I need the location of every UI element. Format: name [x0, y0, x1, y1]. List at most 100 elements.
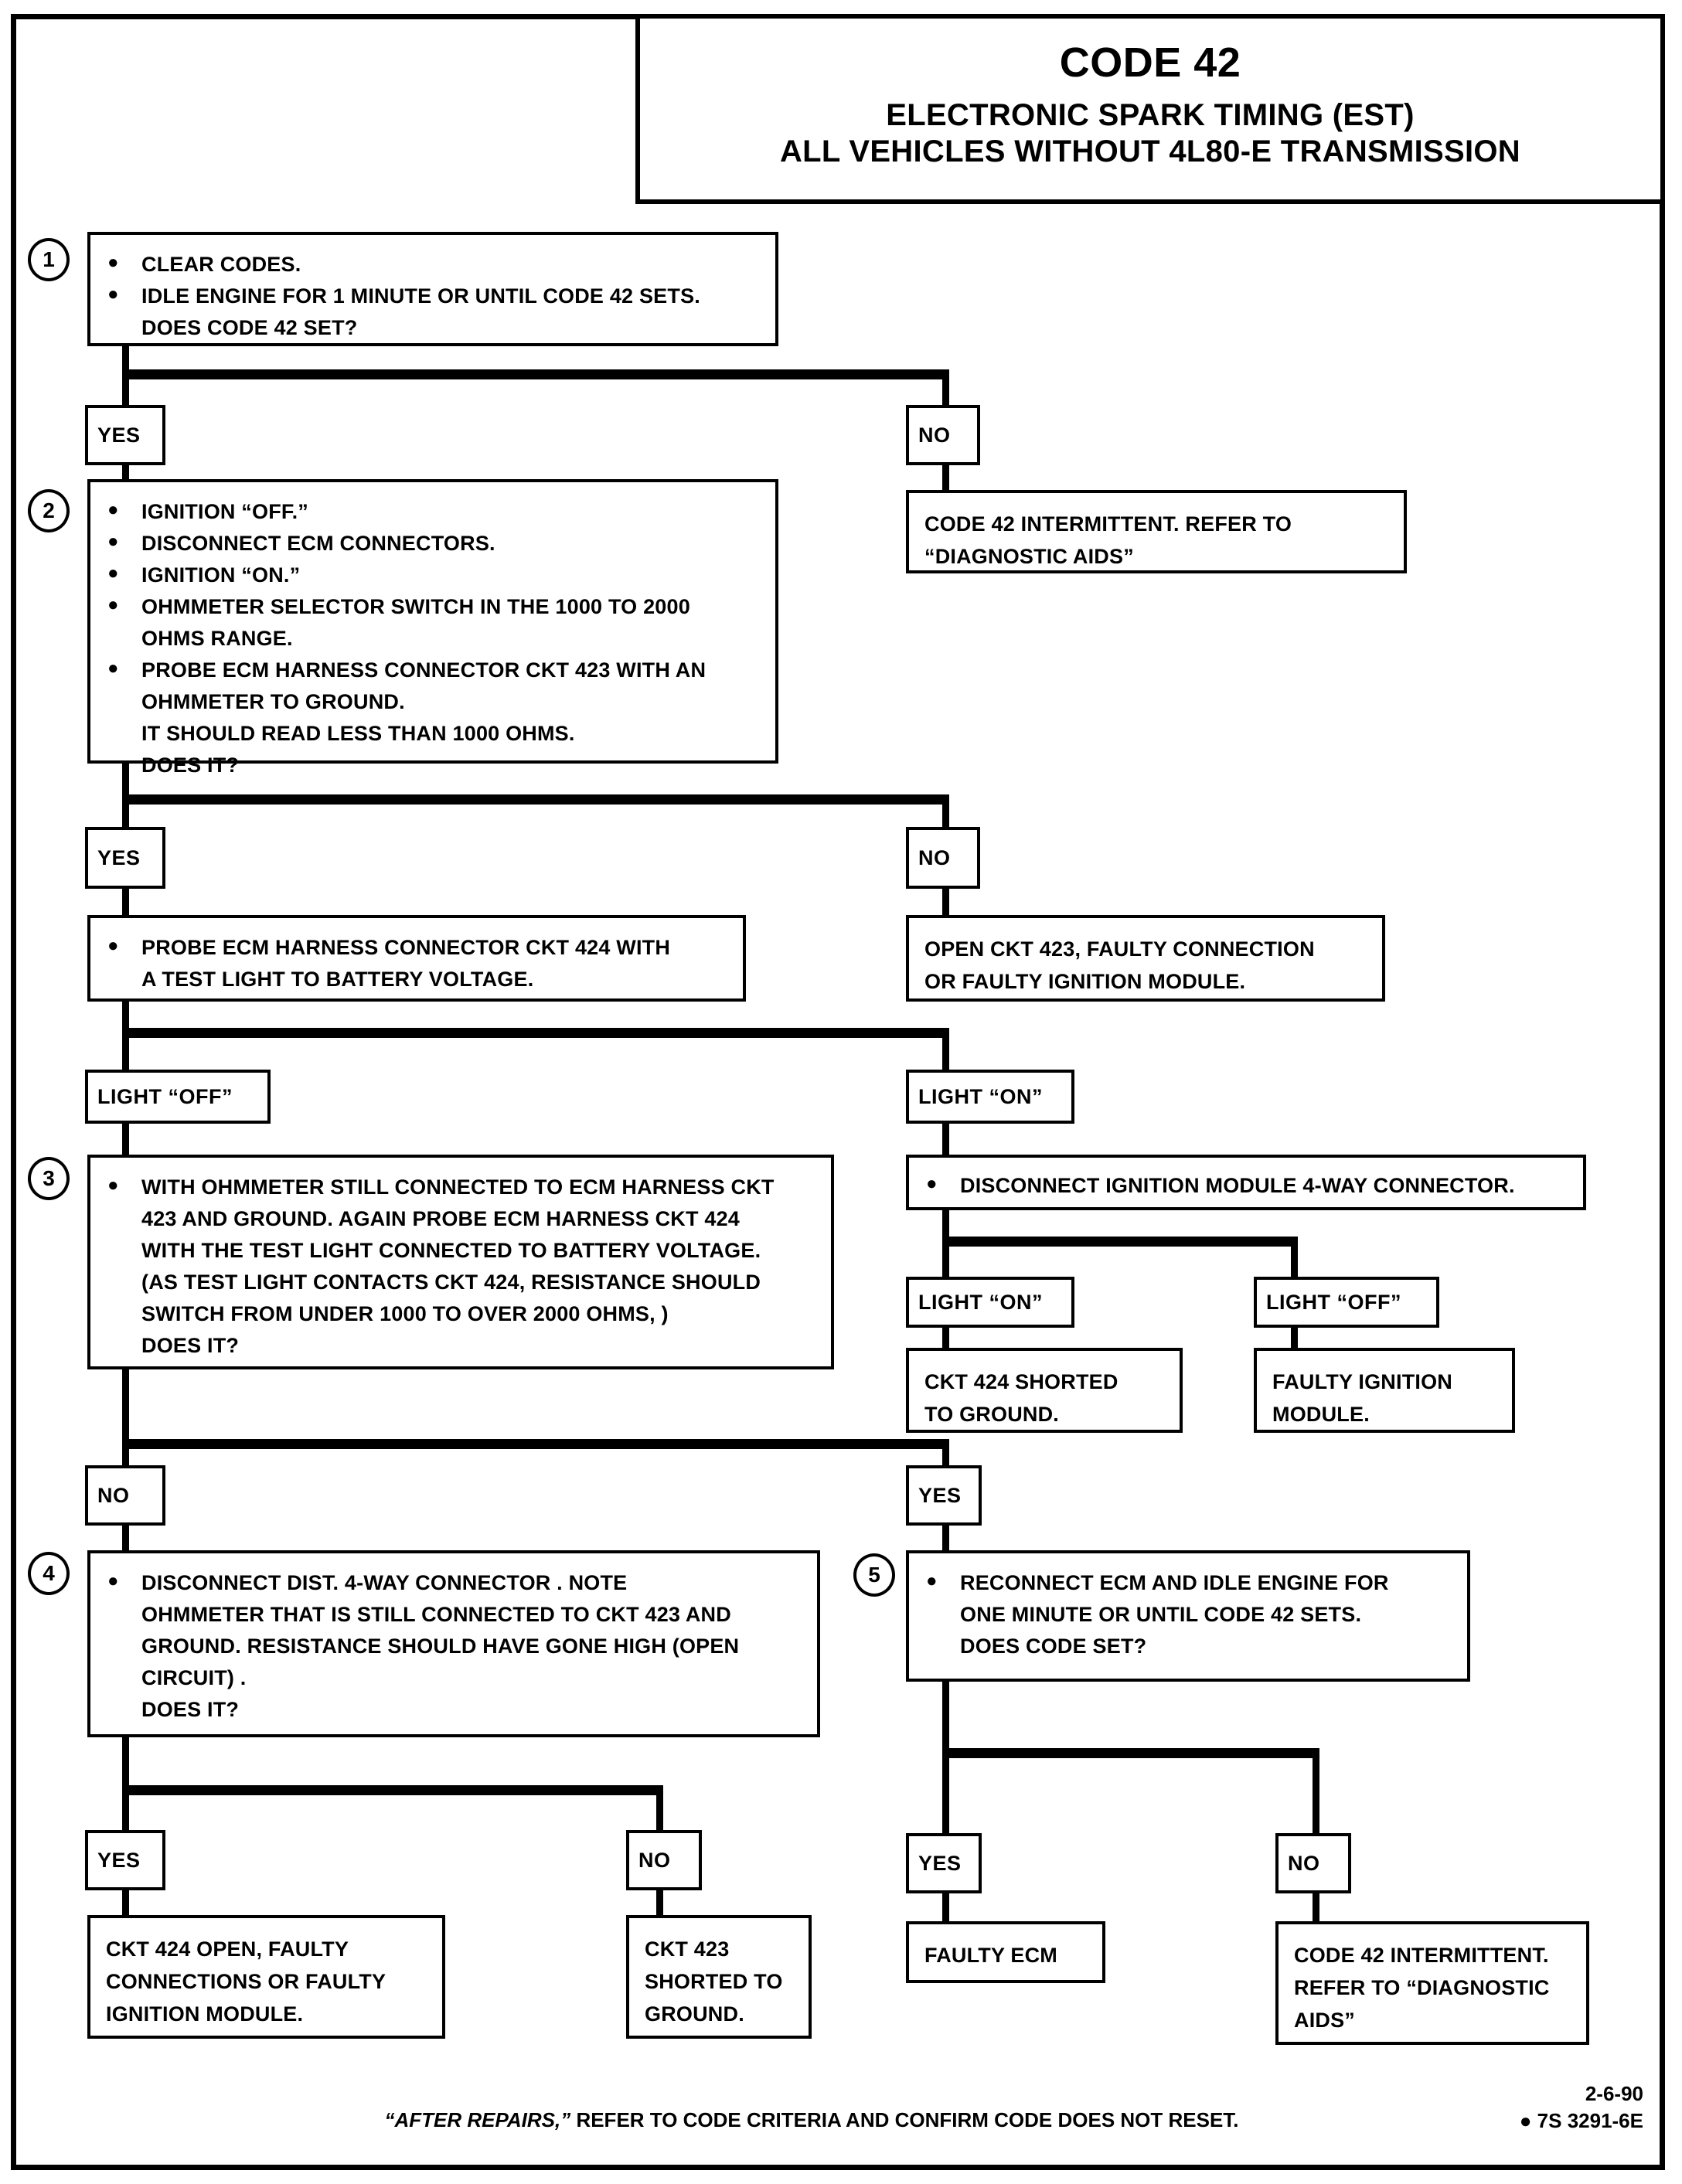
step-3-line4: (AS TEST LIGHT CONTACTS CKT 424, RESISTA…	[141, 1271, 761, 1294]
outcome-intermittent-2-line2: REFER TO “DIAGNOSTIC	[1294, 1975, 1550, 1999]
connector-step3-branch	[122, 1439, 949, 1449]
connector-yes5-down	[942, 1893, 949, 1921]
outcome-ckt423-shorted-line3: GROUND.	[645, 2002, 744, 2026]
connector-step2-branch	[122, 794, 949, 805]
step-1-text-2b: DOES CODE 42 SET?	[141, 316, 358, 340]
connector-yes3-to-step5	[942, 1526, 949, 1550]
step-2-text-5a: PROBE ECM HARNESS CONNECTOR CKT 423 WITH…	[141, 658, 707, 682]
step-5-text: RECONNECT ECM AND IDLE ENGINE FOR ONE MI…	[960, 1567, 1452, 1662]
label-light-off-1: LIGHT “OFF”	[85, 1070, 271, 1124]
outcome-ckt423-shorted-line2: SHORTED TO	[645, 1969, 783, 1993]
disconnect-module-text: DISCONNECT IGNITION MODULE 4-WAY CONNECT…	[960, 1174, 1515, 1197]
connector-step4-no-down	[656, 1785, 663, 1830]
outcome-ckt424-open-line1: CKT 424 OPEN, FAULTY	[106, 1937, 349, 1961]
outcome-intermittent-2-line3: AIDS”	[1294, 2008, 1356, 2032]
probe-ckt424-line2: A TEST LIGHT TO BATTERY VOLTAGE.	[141, 968, 534, 992]
step-2-bullet-4: ● OHMMETER SELECTOR SWITCH IN THE 1000 T…	[107, 591, 760, 655]
bullet-icon: ●	[107, 594, 119, 616]
connector-lightoff-to-step3	[122, 1124, 129, 1156]
step-1-box: ● CLEAR CODES. ● IDLE ENGINE FOR 1 MINUT…	[87, 232, 778, 346]
step-3-bullet: ● WITH OHMMETER STILL CONNECTED TO ECM H…	[107, 1172, 815, 1362]
part-number: ● 7S 3291-6E	[1519, 2109, 1643, 2133]
connector-no5-down	[1313, 1893, 1319, 1921]
step-2-text-5: PROBE ECM HARNESS CONNECTOR CKT 423 WITH…	[141, 655, 760, 781]
title-subtitle-line2: ALL VEHICLES WITHOUT 4L80-E TRANSMISSION	[780, 134, 1520, 169]
step-2-text-3: IGNITION “ON.”	[141, 563, 301, 587]
step-3-text: WITH OHMMETER STILL CONNECTED TO ECM HAR…	[141, 1172, 815, 1362]
footer-note: “AFTER REPAIRS,” REFER TO CODE CRITERIA …	[309, 2108, 1314, 2132]
connector-yes1-to-step2	[122, 465, 129, 492]
outcome-faulty-ignition-module: FAULTY IGNITION MODULE.	[1254, 1348, 1515, 1433]
connector-lightoff2-down	[1291, 1328, 1298, 1348]
step-1-text-1: CLEAR CODES.	[141, 253, 301, 276]
step-3-box: ● WITH OHMMETER STILL CONNECTED TO ECM H…	[87, 1155, 834, 1369]
probe-ckt424-bullet: ● PROBE ECM HARNESS CONNECTOR CKT 424 WI…	[107, 932, 727, 995]
bullet-icon: ●	[926, 1173, 938, 1194]
outcome-faulty-module-line1: FAULTY IGNITION	[1272, 1370, 1453, 1393]
connector-yes2-down	[122, 889, 129, 915]
outcome-open-ckt423-line2: OR FAULTY IGNITION MODULE.	[924, 969, 1246, 993]
step-2-text-2: DISCONNECT ECM CONNECTORS.	[141, 532, 495, 556]
connector-lighton-to-disconnect	[942, 1124, 949, 1155]
outcome-ckt424-open-line2: CONNECTIONS OR FAULTY	[106, 1969, 386, 1993]
connector-yes4-down	[122, 1890, 129, 1915]
step-number-2: 2	[28, 489, 70, 532]
outcome-open-ckt423-line1: OPEN CKT 423, FAULTY CONNECTION	[924, 937, 1315, 961]
step-2-text-1: IGNITION “OFF.”	[141, 500, 308, 523]
step-2-text-5b: OHMMETER TO GROUND.	[141, 690, 405, 714]
outcome-intermittent-1-line1: CODE 42 INTERMITTENT. REFER TO	[924, 512, 1292, 536]
title-subtitle-line1: ELECTRONIC SPARK TIMING (EST)	[886, 98, 1415, 132]
connector-step3-yes-down	[942, 1439, 949, 1473]
bullet-icon: ●	[107, 1175, 119, 1196]
connector-module-branch	[942, 1237, 1298, 1247]
label-yes-step1: YES	[85, 405, 165, 465]
disconnect-module-bullet: ● DISCONNECT IGNITION MODULE 4-WAY CONNE…	[926, 1170, 1568, 1202]
step-4-line3: GROUND. RESISTANCE SHOULD HAVE GONE HIGH…	[141, 1635, 740, 1658]
label-light-on-1: LIGHT “ON”	[906, 1070, 1074, 1124]
step-4-bullet: ● DISCONNECT DIST. 4-WAY CONNECTOR . NOT…	[107, 1567, 802, 1726]
outcome-ckt424-shorted-line2: TO GROUND.	[924, 1402, 1060, 1426]
step-3-line6: DOES IT?	[141, 1334, 240, 1358]
bullet-icon: ●	[926, 1570, 938, 1591]
disconnect-module-box: ● DISCONNECT IGNITION MODULE 4-WAY CONNE…	[906, 1155, 1586, 1210]
label-yes-step4: YES	[85, 1830, 165, 1890]
bullet-icon: ●	[107, 563, 119, 584]
step-2-text-4a: OHMMETER SELECTOR SWITCH IN THE 1000 TO …	[141, 595, 690, 619]
outcome-ckt424-open-line3: IGNITION MODULE.	[106, 2002, 304, 2026]
label-yes-step3: YES	[906, 1465, 982, 1526]
step-1-text-2a: IDLE ENGINE FOR 1 MINUTE OR UNTIL CODE 4…	[141, 284, 700, 308]
outcome-intermittent-2-line1: CODE 42 INTERMITTENT.	[1294, 1944, 1549, 1967]
label-yes-step2: YES	[85, 827, 165, 889]
outcome-faulty-ecm: FAULTY ECM	[906, 1921, 1105, 1983]
outcome-intermittent-2: CODE 42 INTERMITTENT. REFER TO “DIAGNOST…	[1275, 1921, 1589, 2045]
step-3-line2: 423 AND GROUND. AGAIN PROBE ECM HARNESS …	[141, 1207, 741, 1231]
outcome-ckt424-shorted: CKT 424 SHORTED TO GROUND.	[906, 1348, 1183, 1433]
step-2-text-4b: OHMS RANGE.	[141, 627, 293, 651]
connector-step1-branch	[122, 369, 949, 379]
outcome-faulty-module-line2: MODULE.	[1272, 1402, 1370, 1426]
step-5-bullet: ● RECONNECT ECM AND IDLE ENGINE FOR ONE …	[926, 1567, 1452, 1662]
step-3-line3: WITH THE TEST LIGHT CONNECTED TO BATTERY…	[141, 1239, 761, 1263]
connector-step1-no-down	[942, 369, 949, 405]
bullet-icon: ●	[107, 531, 119, 553]
bullet-icon: ●	[107, 1570, 119, 1591]
connector-step3-down	[122, 1369, 129, 1465]
step-5-line3: DOES CODE SET?	[960, 1635, 1147, 1658]
label-no-step1: NO	[906, 405, 980, 465]
label-light-on-2: LIGHT “ON”	[906, 1277, 1074, 1328]
connector-step2-yes-down	[122, 794, 129, 827]
bullet-icon: ●	[107, 284, 119, 305]
bullet-icon: ●	[107, 658, 119, 679]
step-2-bullet-5: ● PROBE ECM HARNESS CONNECTOR CKT 423 WI…	[107, 655, 760, 781]
connector-no1-to-outcome	[942, 465, 949, 490]
bullet-icon: ●	[107, 252, 119, 273]
outcome-ckt424-shorted-line1: CKT 424 SHORTED	[924, 1370, 1118, 1393]
outcome-faulty-ecm-text: FAULTY ECM	[924, 1944, 1058, 1967]
connector-step4-branch	[122, 1785, 663, 1795]
connector-step1-yes-down	[122, 369, 129, 405]
step-2-bullet-2: ● DISCONNECT ECM CONNECTORS.	[107, 528, 760, 560]
title-subtitle: ELECTRONIC SPARK TIMING (EST) ALL VEHICL…	[640, 97, 1660, 170]
outcome-ckt423-shorted: CKT 423 SHORTED TO GROUND.	[626, 1915, 812, 2039]
step-5-box: ● RECONNECT ECM AND IDLE ENGINE FOR ONE …	[906, 1550, 1470, 1682]
